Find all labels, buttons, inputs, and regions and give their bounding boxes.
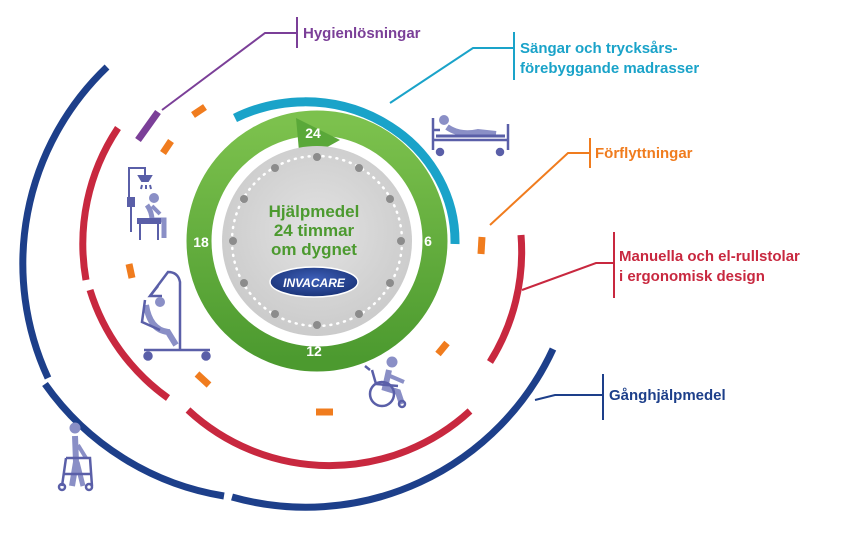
walking-ring-arc-bottom: [42, 381, 225, 500]
hour-marker: [229, 237, 237, 245]
walker-icon: [57, 422, 94, 492]
hour-marker: [386, 195, 394, 203]
patient-lift-icon: [140, 270, 211, 361]
clock-green-ring: [186, 110, 448, 372]
wheelchair-ring-arc-right: [487, 234, 526, 364]
wheelchair-ring-arc-lowerleft: [86, 288, 171, 401]
clock-label-12: 12: [306, 343, 322, 359]
hygiene-label: Hygienlösningar: [303, 25, 421, 42]
logo-oval: [269, 266, 359, 298]
transfer-dash: [125, 263, 136, 279]
clock-label-24: 24: [305, 125, 321, 141]
hour-marker: [397, 237, 405, 245]
clock-label-18: 18: [193, 234, 209, 250]
transfer-ring: [125, 104, 486, 416]
hour-marker: [355, 164, 363, 172]
wheelchair-ring: [79, 126, 526, 470]
transfer-label: Förflyttningar: [595, 145, 693, 162]
walking-label: Gånghjälpmedel: [609, 387, 726, 404]
beds-label-line2: förebyggande madrasser: [520, 60, 699, 77]
transfer-leader: [489, 152, 590, 226]
wheelchair-icon: [364, 356, 407, 409]
clock-label-6: 6: [424, 233, 432, 249]
walking-aids-ring: [19, 64, 557, 511]
logo-text: INVACARE: [283, 276, 346, 290]
invacare-logo: INVACARE: [269, 266, 359, 298]
leader-lines: [161, 17, 615, 420]
hour-marker: [313, 321, 321, 329]
wheelchair-leader: [521, 262, 614, 291]
wheelchair-ring-arc-left: [79, 126, 121, 281]
transfer-dash: [194, 371, 212, 388]
transfer-dash: [160, 139, 174, 155]
hygiene-ring-segment: [135, 109, 161, 143]
wheelchair-ring-arc-bottom: [185, 407, 473, 470]
bed-icon: [431, 115, 510, 157]
hour-marker: [355, 310, 363, 318]
wheelchair-label-line1: Manuella och el-rullstolar: [619, 248, 800, 265]
center-title-line1: Hjälpmedel: [269, 202, 360, 221]
clock-hour-markers: [229, 153, 405, 329]
beds-leader: [389, 47, 514, 104]
hour-marker: [240, 195, 248, 203]
transfer-dash: [435, 340, 450, 357]
wheelchair-label-line2: i ergonomisk design: [619, 268, 765, 285]
hour-marker: [313, 153, 321, 161]
hygiene-leader: [161, 32, 297, 111]
walking-ring-arc-left: [19, 64, 110, 380]
walking-leader: [534, 394, 603, 401]
walking-ring-arc-right: [231, 347, 557, 511]
hour-marker: [271, 164, 279, 172]
beds-ring-arc: [233, 97, 460, 245]
hour-marker: [240, 279, 248, 287]
center-title-line3: om dygnet: [271, 240, 357, 259]
beds-label-line1: Sängar och trycksårs-: [520, 40, 678, 57]
clock: 24 6 12 18 Hjälpmedel 24 timmar om dygne…: [186, 110, 448, 372]
transfer-dash: [191, 104, 207, 118]
transfer-dash: [477, 236, 486, 255]
hour-marker: [386, 279, 394, 287]
hour-marker: [271, 310, 279, 318]
clock-dial: [222, 146, 412, 336]
shower-chair-icon: [127, 167, 167, 240]
center-title-line2: 24 timmar: [274, 221, 355, 240]
